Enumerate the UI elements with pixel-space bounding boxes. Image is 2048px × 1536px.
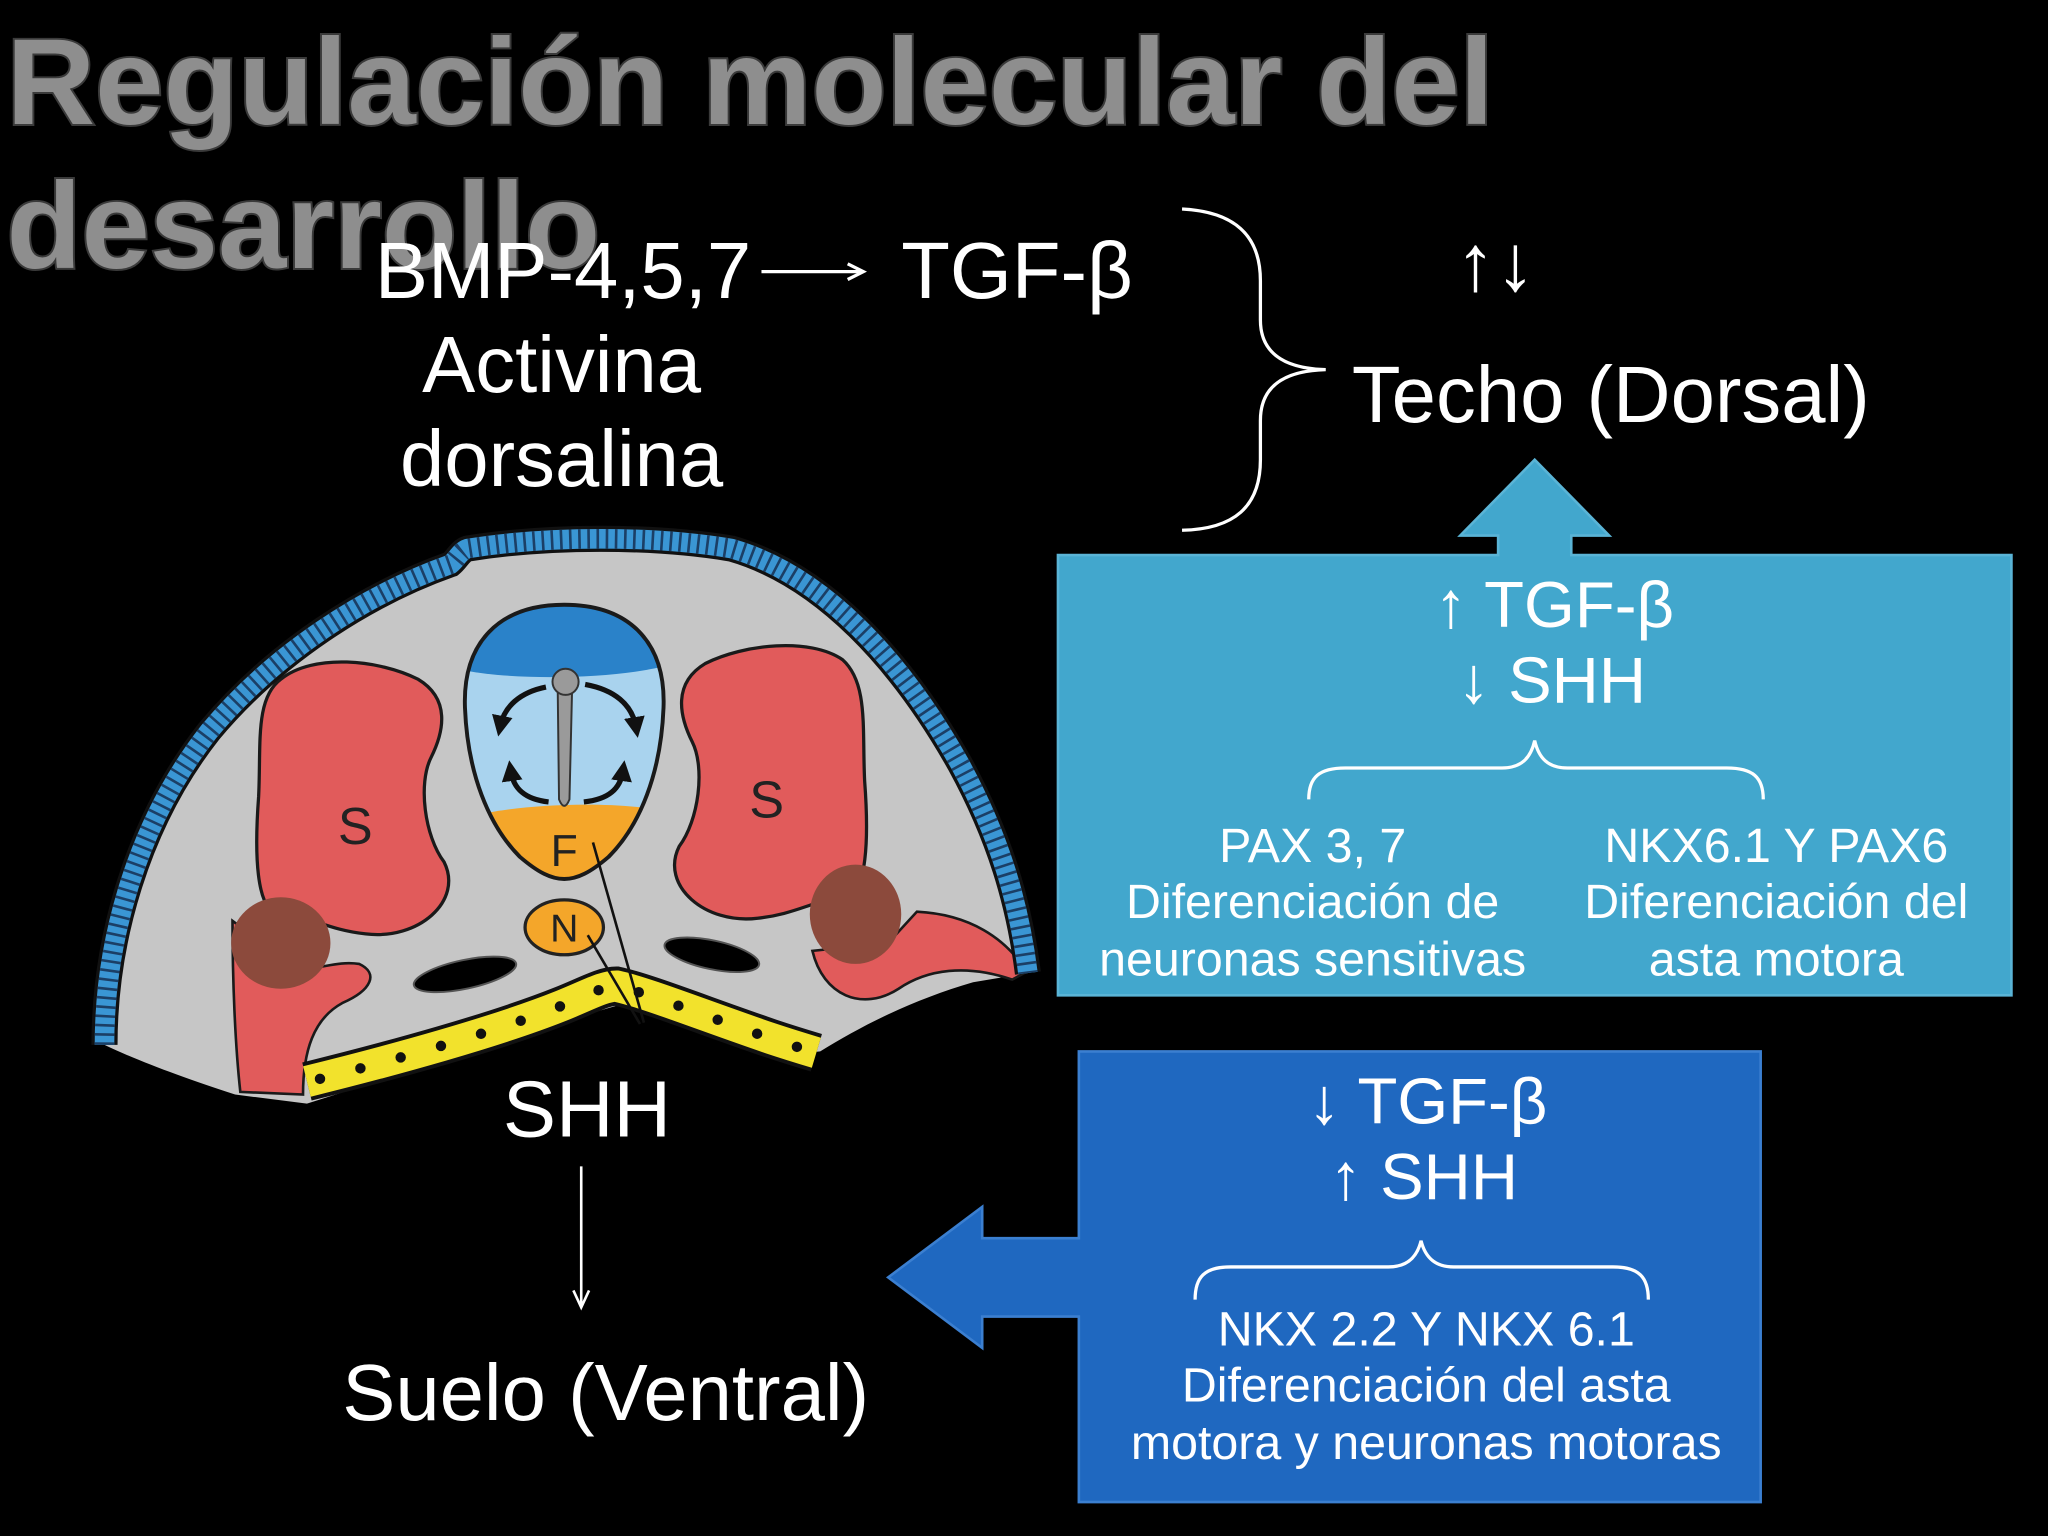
- arrow-ventral-right: [583, 760, 632, 805]
- somite-label-left: S: [338, 798, 373, 856]
- dorsal-col1-line1: PAX 3, 7: [1219, 819, 1406, 873]
- dorsal-col2-line3: asta motora: [1649, 933, 1904, 987]
- title-line-2: desarrollo: [7, 158, 601, 295]
- dorsal-box-brace: [1307, 740, 1765, 800]
- lateral-mesoderm-right: [810, 910, 1029, 1001]
- pointer-line-floor: [591, 842, 646, 1024]
- dorsal-col2-line1: NKX6.1 Y PAX6: [1604, 819, 1948, 873]
- arrow-dorsal-right: [584, 681, 645, 738]
- activina-label: Activina: [422, 320, 702, 409]
- somite-right: [672, 644, 869, 921]
- ventral-signals: SHH Suelo (Ventral): [342, 1064, 869, 1436]
- dorsal-col1-line3: neuronas sensitivas: [1099, 933, 1526, 987]
- bmp-label: BMP-4,5,7: [375, 226, 751, 315]
- pointer-line-notochord: [586, 934, 642, 1025]
- ventral-box-line-2: ↑ SHH: [1329, 1140, 1518, 1213]
- central-canal: [556, 688, 574, 807]
- bmp-to-tgf-arrow: [761, 262, 867, 281]
- dorsal-signals: BMP-4,5,7 TGF-β Activina dorsalina ↑↓ Te…: [375, 207, 1870, 532]
- neural-tube-outline: [463, 602, 666, 881]
- ventral-box: ↓ TGF-β ↑ SHH NKX 2.2 Y NKX 6.1 Diferenc…: [885, 1050, 1762, 1504]
- shh-label: SHH: [503, 1064, 671, 1153]
- floor-plate-label: F: [551, 827, 578, 876]
- slide-title: Regulación molecular del desarrollo: [5, 12, 1496, 297]
- title-line-1: Regulación molecular del: [7, 14, 1494, 151]
- slit-left: [412, 955, 518, 994]
- slit-right: [663, 936, 761, 974]
- dorsalina-label: dorsalina: [400, 414, 724, 503]
- somite-left: [255, 660, 451, 937]
- dorsal-box-shape: [1056, 457, 2013, 997]
- techo-dorsal-label: Techo (Dorsal): [1352, 350, 1870, 439]
- brown-blob-right: [809, 864, 902, 964]
- ventral-box-brace: [1193, 1240, 1650, 1300]
- tgf-beta-label: TGF-β: [901, 226, 1133, 315]
- endoderm: [302, 966, 822, 1101]
- ventral-box-text-3: motora y neuronas motoras: [1131, 1416, 1722, 1470]
- notochord: [523, 898, 606, 957]
- dorsal-col1-line2: Diferenciación de: [1126, 875, 1499, 929]
- ectoderm: [91, 525, 1041, 1045]
- ventral-box-line-1: ↓ TGF-β: [1308, 1064, 1547, 1137]
- ventral-box-text-1: NKX 2.2 Y NKX 6.1: [1218, 1302, 1635, 1356]
- central-canal-top: [551, 667, 580, 696]
- ventral-box-shape: [885, 1050, 1762, 1504]
- dorsal-brace: [1181, 207, 1326, 532]
- arrow-dorsal-left: [492, 684, 547, 737]
- ventral-box-text-2: Diferenciación del asta: [1182, 1358, 1671, 1412]
- dorsal-box-line-2: ↓ SHH: [1457, 644, 1646, 717]
- suelo-ventral-label: Suelo (Ventral): [342, 1348, 869, 1437]
- shh-down-arrow: [572, 1166, 591, 1311]
- dorsal-box-line-1: ↑ TGF-β: [1435, 568, 1674, 641]
- somite-label-right: S: [749, 772, 784, 830]
- arrow-ventral-left: [501, 760, 549, 805]
- brown-blob-left: [231, 897, 331, 989]
- up-down-arrows: ↑↓: [1456, 218, 1536, 307]
- neural-tube-diagram: S S F N: [91, 525, 1041, 1104]
- dorsal-box: ↑ TGF-β ↓ SHH PAX 3, 7 Diferenciación de…: [1056, 457, 2013, 997]
- dorsal-col2-line2: Diferenciación del: [1584, 875, 1968, 929]
- notochord-label: N: [550, 908, 578, 951]
